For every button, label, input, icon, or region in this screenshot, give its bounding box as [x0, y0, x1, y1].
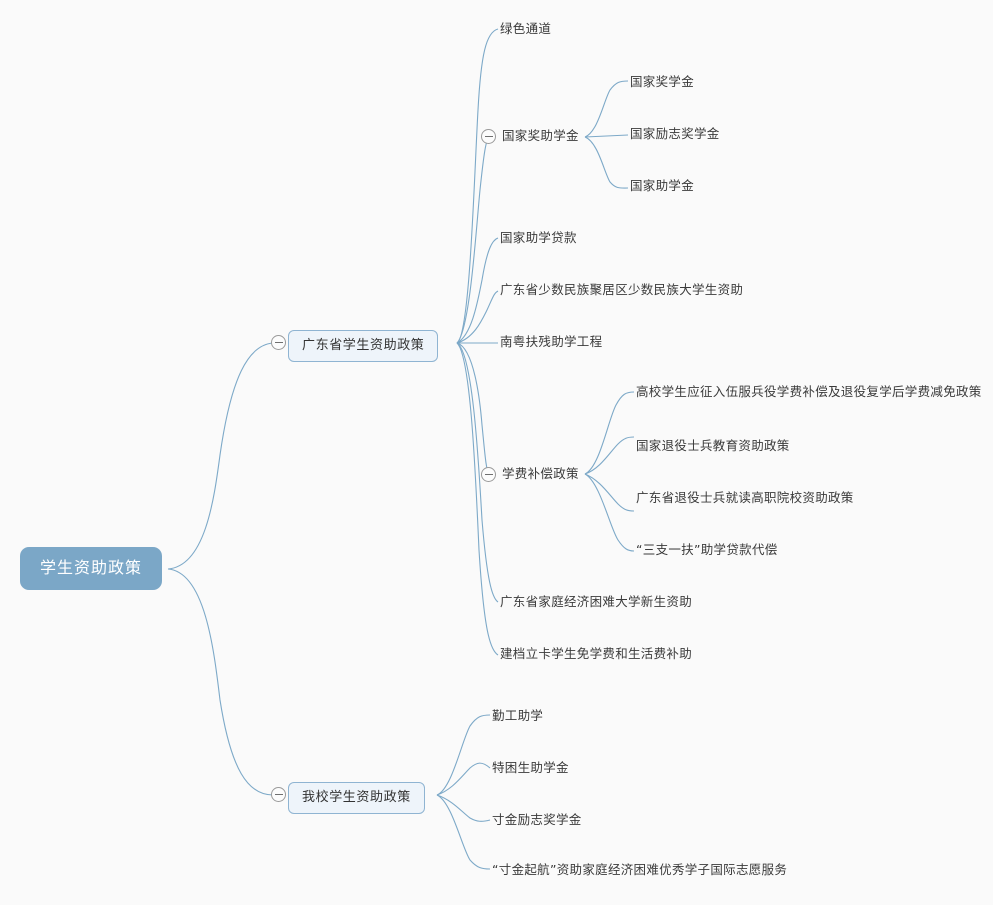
- inner-node-national-awards[interactable]: 国家奖助学金: [502, 128, 579, 143]
- leaf-national-scholarship-label: 国家奖学金: [630, 74, 695, 89]
- leaf-cunjin-inspirational-scholarship[interactable]: 寸金励志奖学金: [492, 812, 582, 827]
- toggle-guangdong-icon[interactable]: [271, 335, 286, 350]
- edge-root-to-guangdong: [167, 342, 274, 570]
- leaf-minority-aid[interactable]: 广东省少数民族聚居区少数民族大学生资助: [500, 282, 744, 297]
- inner-node-tuition-compensation[interactable]: 学费补偿政策: [502, 466, 579, 481]
- edge-gd-green-channel: [456, 28, 499, 344]
- leaf-registered-poor-exemption[interactable]: 建档立卡学生免学费和生活费补助: [500, 646, 693, 661]
- leaf-student-loan-label: 国家助学贷款: [500, 230, 577, 245]
- leaf-work-study-label: 勤工助学: [492, 708, 544, 723]
- root-node-label: 学生资助政策: [40, 558, 143, 577]
- edge-gd-national-awards: [456, 136, 490, 344]
- edge-tc-three-support: [584, 473, 635, 552]
- leaf-minority-aid-label: 广东省少数民族聚居区少数民族大学生资助: [500, 282, 744, 297]
- leaf-gd-veteran-vocational-aid-label: 广东省退役士兵就读高职院校资助政策: [636, 490, 854, 505]
- leaf-special-hardship-grant-label: 特困生助学金: [492, 760, 569, 775]
- leaf-student-loan[interactable]: 国家助学贷款: [500, 230, 577, 245]
- leaf-gd-freshman-aid[interactable]: 广东省家庭经济困难大学新生资助: [500, 594, 693, 609]
- branch-node-school-label: 我校学生资助政策: [302, 790, 411, 805]
- leaf-national-grant-label: 国家助学金: [630, 178, 695, 193]
- edge-sc-qihang: [436, 794, 491, 870]
- edge-tc-veteran: [584, 436, 635, 475]
- edge-na-inspirational: [584, 134, 629, 138]
- edge-gd-tuition-compensation: [456, 342, 490, 475]
- leaf-cunjin-inspirational-scholarship-label: 寸金励志奖学金: [492, 812, 582, 827]
- leaf-three-support-one-help-label: “三支一扶”助学贷款代偿: [636, 542, 778, 557]
- leaf-green-channel-label: 绿色通道: [500, 21, 552, 36]
- toggle-school-icon[interactable]: [271, 787, 286, 802]
- leaf-national-scholarship[interactable]: 国家奖学金: [630, 74, 695, 89]
- branch-node-guangdong-label: 广东省学生资助政策: [302, 338, 425, 353]
- leaf-three-support-one-help[interactable]: “三支一扶”助学贷款代偿: [636, 542, 778, 557]
- edge-sc-cunjin-scholarship: [436, 794, 491, 822]
- edge-sc-work-study: [436, 714, 491, 796]
- leaf-veteran-education-aid[interactable]: 国家退役士兵教育资助政策: [636, 438, 790, 453]
- leaf-cunjin-qihang-volunteer[interactable]: “寸金起航”资助家庭经济困难优秀学子国际志愿服务: [492, 862, 788, 877]
- root-node[interactable]: 学生资助政策: [20, 547, 163, 590]
- leaf-nanyue-disability[interactable]: 南粤扶残助学工程: [500, 334, 603, 349]
- toggle-national-awards-icon[interactable]: [481, 129, 496, 144]
- edge-gd-minority-aid: [456, 290, 499, 344]
- inner-node-national-awards-label: 国家奖助学金: [502, 128, 579, 143]
- leaf-gd-freshman-aid-label: 广东省家庭经济困难大学新生资助: [500, 594, 693, 609]
- edge-sc-hardship: [436, 762, 491, 796]
- leaf-registered-poor-exemption-label: 建档立卡学生免学费和生活费补助: [500, 646, 693, 661]
- leaf-national-inspirational-scholarship[interactable]: 国家励志奖学金: [630, 126, 720, 141]
- branch-node-school[interactable]: 我校学生资助政策: [288, 782, 425, 814]
- leaf-green-channel[interactable]: 绿色通道: [500, 21, 552, 36]
- edge-na-scholarship: [584, 80, 629, 138]
- edge-gd-registered-poor: [456, 342, 499, 656]
- leaf-national-inspirational-scholarship-label: 国家励志奖学金: [630, 126, 720, 141]
- toggle-tuition-compensation-icon[interactable]: [481, 467, 496, 482]
- edge-root-to-school: [167, 568, 274, 796]
- leaf-work-study[interactable]: 勤工助学: [492, 708, 544, 723]
- inner-node-tuition-compensation-label: 学费补偿政策: [502, 466, 579, 481]
- edge-gd-student-loan: [456, 237, 499, 344]
- leaf-cunjin-qihang-volunteer-label: “寸金起航”资助家庭经济困难优秀学子国际志愿服务: [492, 862, 788, 877]
- leaf-military-service-compensation[interactable]: 高校学生应征入伍服兵役学费补偿及退役复学后学费减免政策: [636, 384, 982, 399]
- leaf-special-hardship-grant[interactable]: 特困生助学金: [492, 760, 569, 775]
- branch-node-guangdong[interactable]: 广东省学生资助政策: [288, 330, 439, 362]
- leaf-military-service-compensation-label: 高校学生应征入伍服兵役学费补偿及退役复学后学费减免政策: [636, 384, 982, 399]
- edge-na-grant: [584, 136, 629, 189]
- edge-tc-gd-veteran: [584, 473, 635, 512]
- leaf-national-grant[interactable]: 国家助学金: [630, 178, 695, 193]
- leaf-nanyue-disability-label: 南粤扶残助学工程: [500, 334, 603, 349]
- edge-tc-military: [584, 391, 635, 475]
- leaf-veteran-education-aid-label: 国家退役士兵教育资助政策: [636, 438, 790, 453]
- leaf-gd-veteran-vocational-aid[interactable]: 广东省退役士兵就读高职院校资助政策: [636, 490, 854, 505]
